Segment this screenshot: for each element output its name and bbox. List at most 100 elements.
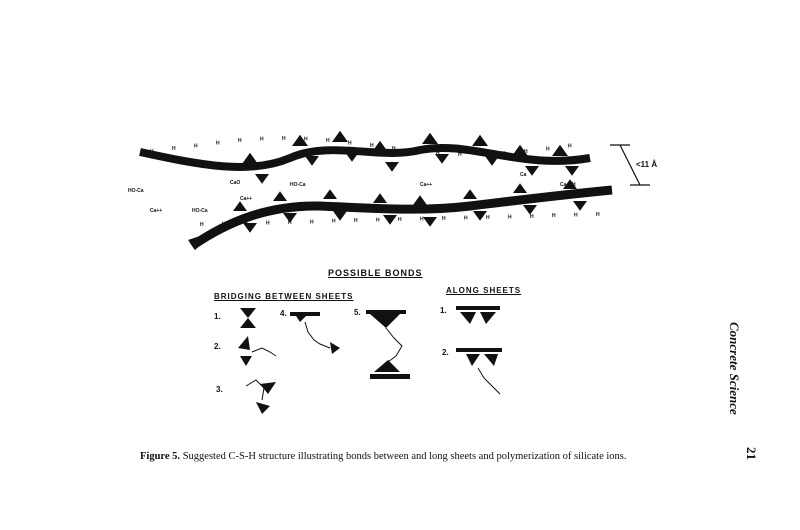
chem-label: H <box>458 152 462 158</box>
chem-label: Ca++ <box>240 196 252 202</box>
tetrahedron <box>242 152 258 164</box>
chem-label: H <box>194 143 198 149</box>
tetrahedron <box>332 130 348 142</box>
lower-sheet <box>189 185 613 250</box>
chem-label: HO-Ca <box>192 208 208 214</box>
chem-label: H <box>244 221 248 227</box>
bond-diagrams <box>238 306 502 414</box>
tetrahedron <box>243 223 257 233</box>
chem-label: H <box>326 138 330 144</box>
chem-label: H <box>288 220 292 226</box>
tetrahedron <box>423 217 437 227</box>
chem-label: H <box>502 151 506 157</box>
tetrahedron <box>305 156 319 166</box>
chem-label: H <box>420 217 424 223</box>
tetrahedron <box>512 144 528 156</box>
chem-label: H <box>282 136 286 142</box>
chem-label: H <box>392 146 396 152</box>
chem-label: H <box>266 220 270 226</box>
tetrahedron <box>255 174 269 184</box>
chem-label: H <box>376 218 380 224</box>
chem-label: Ca++ <box>420 182 432 188</box>
figure-caption-text: Suggested C-S-H structure illustrating b… <box>182 451 627 462</box>
tetrahedron <box>385 162 399 172</box>
bridging-number-3: 3. <box>216 385 223 394</box>
silicate-tetrahedra <box>233 130 587 233</box>
chem-label: H <box>442 216 446 222</box>
bridging-number-1: 1. <box>214 312 221 321</box>
tetrahedron <box>513 183 527 193</box>
tetrahedron <box>485 156 499 166</box>
page-number: 21 <box>744 447 759 460</box>
tetrahedron <box>413 195 427 205</box>
chem-label: H <box>310 219 314 225</box>
tetrahedron <box>565 166 579 176</box>
chem-label: H <box>436 151 440 157</box>
bridging-title: BRIDGING BETWEEN SHEETS <box>214 292 354 301</box>
journal-title: Concrete Science <box>727 322 742 415</box>
chem-label: H <box>348 140 352 146</box>
along-number-1: 1. <box>440 306 447 315</box>
chem-label: H <box>200 222 204 228</box>
chem-label: H <box>414 149 418 155</box>
sheet-end-arrow <box>188 236 200 250</box>
figure-caption: Figure 5. Suggested C-S-H structure illu… <box>140 451 627 462</box>
chem-label: H <box>238 138 242 144</box>
tetrahedron <box>525 166 539 176</box>
tetrahedron <box>435 154 449 164</box>
chem-label: CaO <box>230 180 240 186</box>
tetrahedron <box>523 205 537 215</box>
chem-label: HO-Ca <box>128 188 144 194</box>
tetrahedron <box>573 201 587 211</box>
tetrahedron <box>233 201 247 211</box>
tetrahedron <box>473 211 487 221</box>
chem-label: H <box>260 137 264 143</box>
gap-bracket <box>610 144 650 186</box>
chem-label: H <box>150 149 154 155</box>
chem-label: H <box>222 221 226 227</box>
bridging-number-4: 4. <box>280 309 287 318</box>
chem-label: H <box>596 212 600 218</box>
chem-label: H <box>398 217 402 223</box>
upper-sheet <box>139 143 591 171</box>
chem-label: H <box>530 214 534 220</box>
chem-label: H <box>480 152 484 158</box>
chem-label: Ca <box>520 172 527 178</box>
chem-label: H <box>546 147 550 153</box>
chem-label: H <box>508 214 512 220</box>
chem-label: H <box>568 144 572 150</box>
tetrahedron <box>383 215 397 225</box>
chem-label: H <box>552 213 556 219</box>
tetrahedron <box>333 211 347 221</box>
chem-label: H <box>216 140 220 146</box>
tetrahedron <box>472 134 488 146</box>
tetrahedron <box>373 193 387 203</box>
bridging-number-2: 2. <box>214 342 221 351</box>
chem-label: HO-Ca <box>290 182 306 188</box>
chem-label: Ca++ <box>150 208 162 214</box>
tetrahedron <box>273 191 287 201</box>
chem-label: Ca-OH <box>560 182 576 188</box>
tetrahedron <box>283 213 297 223</box>
chem-label: H <box>486 215 490 221</box>
tetrahedron <box>345 152 359 162</box>
chem-label: H <box>370 143 374 149</box>
possible-bonds-title: POSSIBLE BONDS <box>328 268 423 278</box>
tetrahedron <box>422 132 438 144</box>
tetrahedron <box>292 134 308 146</box>
along-number-2: 2. <box>442 348 449 357</box>
tetrahedron <box>552 144 568 156</box>
chem-label: H <box>172 146 176 152</box>
figure-caption-label: Figure 5. <box>140 451 181 462</box>
along-title: ALONG SHEETS <box>446 286 522 295</box>
chem-label: H <box>304 136 308 142</box>
bridging-number-5: 5. <box>354 308 361 317</box>
chem-label: H <box>332 219 336 225</box>
tetrahedron <box>563 179 577 189</box>
chem-label: H <box>354 218 358 224</box>
tetrahedron <box>372 140 388 152</box>
tetrahedron <box>323 189 337 199</box>
chem-label: H <box>464 215 468 221</box>
